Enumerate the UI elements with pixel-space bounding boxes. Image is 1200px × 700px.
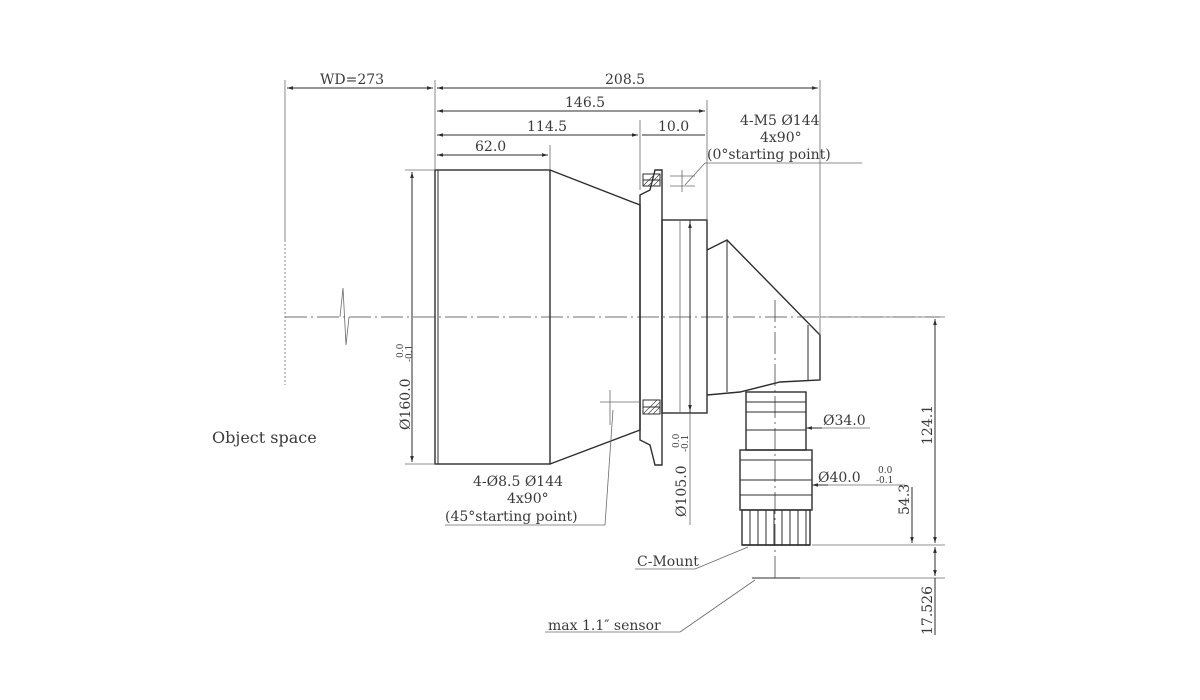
- c-mount-ring: [741, 509, 811, 546]
- label-dia160-tol-top: 0.0: [396, 343, 406, 358]
- label-dia105: Ø105.0: [674, 465, 690, 517]
- label-dia105-tol-bot: -0.1: [681, 435, 691, 452]
- label-dia34: Ø34.0: [823, 413, 866, 429]
- cmount-leader: [694, 546, 749, 570]
- label-wd: WD=273: [320, 72, 384, 88]
- label-hole-line2: 4x90°: [507, 491, 549, 507]
- m5-leader: [684, 162, 706, 186]
- adapter-upper: [745, 391, 807, 451]
- label-dia160-tol-bot: -0.1: [405, 345, 415, 362]
- label-dia40-tol-bot: -0.1: [876, 476, 893, 486]
- front-barrel: [434, 169, 551, 465]
- label-dia40: Ø40.0: [818, 470, 861, 486]
- label-208: 208.5: [605, 72, 645, 88]
- label-dia160: Ø160.0: [398, 378, 414, 430]
- label-146: 146.5: [565, 95, 605, 111]
- label-hole-line3: (45°starting point): [445, 509, 578, 525]
- label-10: 10.0: [658, 119, 689, 135]
- sensor-leader: [679, 579, 756, 633]
- label-sensor: max 1.1″ sensor: [548, 618, 661, 634]
- prism-housing: [706, 239, 821, 396]
- label-54: 54.3: [897, 484, 913, 515]
- label-hole-line1: 4-Ø8.5 Ø144: [473, 474, 563, 490]
- label-124: 124.1: [920, 405, 936, 445]
- label-114: 114.5: [527, 119, 567, 135]
- label-dia105-tol-top: 0.0: [672, 433, 682, 448]
- rear-barrel: [661, 219, 708, 414]
- label-m5-line3: (0°starting point): [707, 147, 831, 163]
- label-m5-line2: 4x90°: [760, 130, 802, 146]
- label-62: 62.0: [475, 139, 506, 155]
- break-symbol: [339, 287, 350, 346]
- label-17: 17.526: [920, 586, 936, 635]
- label-object-space: Object space: [212, 428, 317, 447]
- label-cmount: C-Mount: [637, 554, 699, 570]
- hole-leader: [604, 409, 614, 526]
- label-m5-line1: 4-M5 Ø144: [740, 113, 820, 129]
- label-dia40-tol-top: 0.0: [878, 466, 893, 476]
- mounting-flange: [639, 169, 663, 466]
